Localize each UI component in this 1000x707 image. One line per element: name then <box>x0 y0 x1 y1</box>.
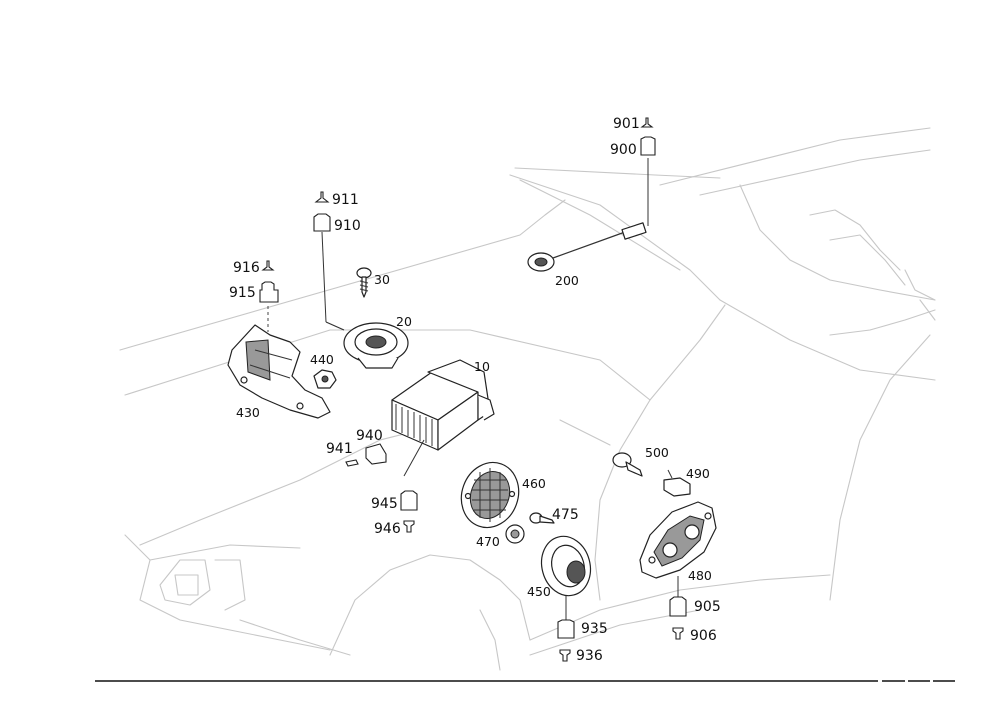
label-200: 200 <box>555 273 579 288</box>
label-906: 906 <box>690 628 717 644</box>
label-10: 10 <box>474 359 490 374</box>
label-915: 915 <box>229 285 256 301</box>
part-20-speaker <box>321 231 409 369</box>
label-941: 941 <box>326 441 353 457</box>
part-10-amplifier <box>391 359 495 477</box>
part-460-grille <box>460 461 520 529</box>
label-945: 945 <box>371 496 398 512</box>
label-475: 475 <box>552 507 579 523</box>
label-905: 905 <box>694 599 721 615</box>
label-910: 910 <box>334 218 361 234</box>
part-30-screw <box>356 267 372 298</box>
label-936: 936 <box>576 648 603 664</box>
label-480: 480 <box>688 568 712 583</box>
label-440: 440 <box>310 352 334 367</box>
part-450-speaker <box>540 535 592 622</box>
part-480-housing <box>639 501 717 598</box>
label-430: 430 <box>236 405 260 420</box>
label-900: 900 <box>610 142 637 158</box>
part-440-nut <box>313 369 337 389</box>
part-430-bracket <box>227 306 331 419</box>
label-500: 500 <box>645 445 669 460</box>
label-911: 911 <box>332 192 359 208</box>
part-470-washer <box>505 524 525 544</box>
part-500-bolt <box>612 452 643 477</box>
label-470: 470 <box>476 534 500 549</box>
label-901: 901 <box>613 116 640 132</box>
label-916: 916 <box>233 260 260 276</box>
label-940: 940 <box>356 428 383 444</box>
label-20: 20 <box>396 314 412 329</box>
part-labels: 901 900 911 910 30 916 915 20 200 440 10… <box>229 116 721 664</box>
label-946: 946 <box>374 521 401 537</box>
part-200-sensor <box>527 158 649 272</box>
connector-symbols <box>259 117 687 662</box>
label-30: 30 <box>374 272 390 287</box>
car-outline <box>119 127 936 671</box>
label-490: 490 <box>686 466 710 481</box>
part-475-screw <box>529 512 555 524</box>
label-935: 935 <box>581 621 608 637</box>
label-450: 450 <box>527 584 551 599</box>
label-460: 460 <box>522 476 546 491</box>
part-490-clip <box>663 469 691 497</box>
